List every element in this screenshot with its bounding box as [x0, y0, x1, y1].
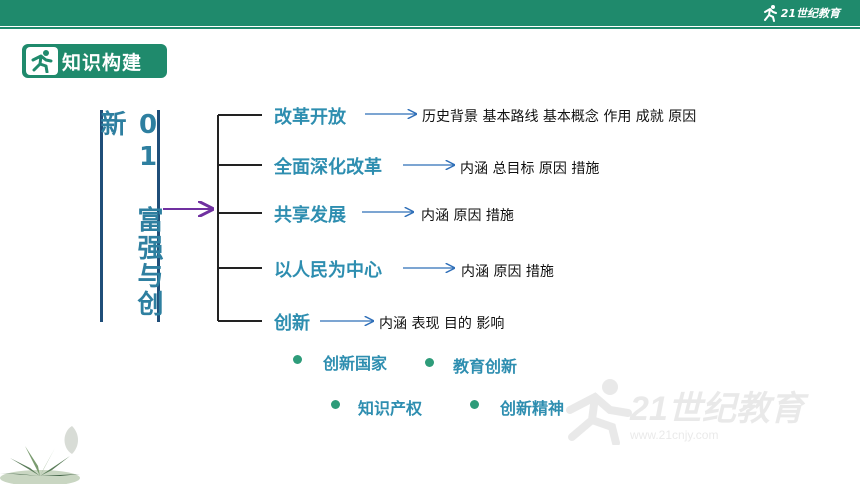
topic-label: 以人民为中心	[274, 260, 382, 281]
brand-text: 21世纪教育	[780, 7, 840, 20]
runner-icon	[26, 47, 58, 75]
section-title: 知识构建	[62, 51, 143, 74]
topic-label: 全面深化改革	[274, 157, 382, 178]
topic-label: 创新	[274, 313, 310, 334]
bullet-icon	[425, 358, 434, 367]
section-badge: 知识构建	[22, 44, 167, 78]
topic-label: 改革开放	[274, 107, 346, 128]
title-right-bar	[157, 110, 160, 322]
innovation-item: 创新国家	[323, 354, 388, 373]
topic-details: 历史背景 基本路线 基本概念 作用 成就 原因	[422, 109, 697, 125]
header-bar: 21世纪教育	[0, 0, 860, 26]
title-left-bar	[100, 110, 103, 322]
bullet-icon	[293, 355, 302, 364]
topic-label: 共享发展	[274, 205, 346, 226]
topic-details: 内涵 原因 措施	[421, 208, 514, 224]
innovation-item: 创新精神	[500, 399, 565, 418]
header-divider	[0, 27, 860, 29]
runner-icon	[763, 5, 777, 22]
succulent-plant-icon	[0, 426, 80, 484]
vertical-title-box: 01 富强与创新	[96, 110, 163, 322]
watermark-text: 21世纪教育	[629, 390, 809, 428]
innovation-item: 知识产权	[358, 399, 423, 418]
brand-logo: 21世纪教育	[761, 4, 840, 22]
topic-details: 内涵 表现 目的 影响	[379, 316, 505, 332]
bullet-icon	[470, 400, 479, 409]
watermark-logo: 21世纪教育 www.21cnjy.com	[530, 375, 830, 447]
watermark-url: www.21cnjy.com	[629, 428, 718, 442]
bullet-icon	[331, 400, 340, 409]
topic-details: 内涵 总目标 原因 措施	[460, 161, 600, 177]
topic-details: 内涵 原因 措施	[461, 264, 554, 280]
innovation-item: 教育创新	[453, 357, 518, 376]
